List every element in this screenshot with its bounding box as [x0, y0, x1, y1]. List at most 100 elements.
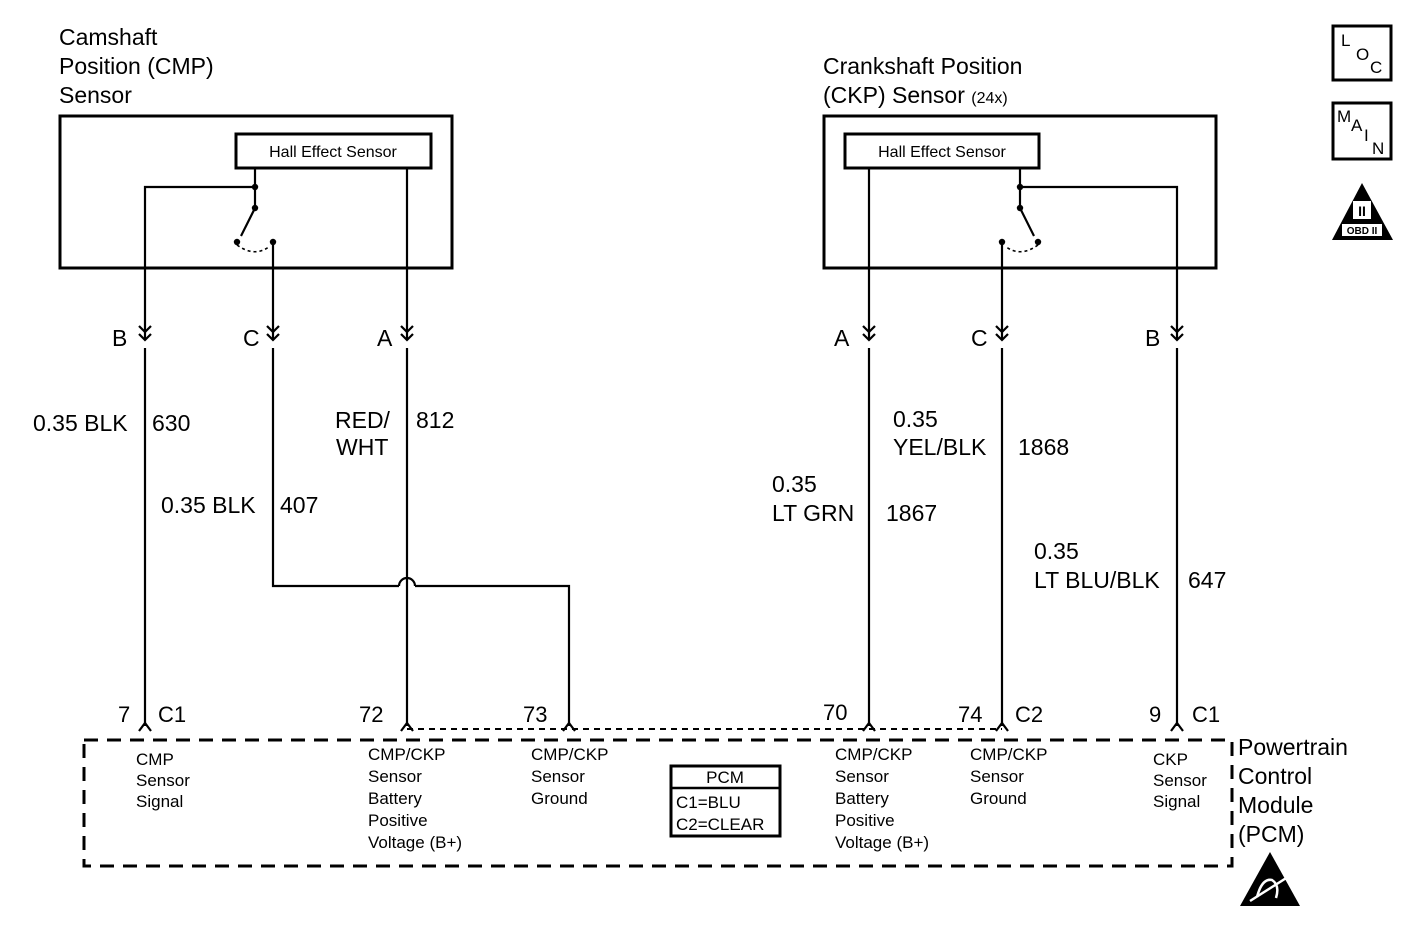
wire-630-color: 0.35 BLK — [33, 410, 128, 436]
svg-text:L: L — [1341, 31, 1350, 50]
chevron-cmp-b-icon — [138, 325, 152, 334]
pcm-terminal-72: CMP/CKP Sensor Battery Positive Voltage … — [368, 745, 462, 852]
svg-text:CMP/CKP: CMP/CKP — [835, 745, 912, 764]
chevron-ckp-c-icon — [995, 325, 1009, 334]
svg-text:CMP/CKP: CMP/CKP — [970, 745, 1047, 764]
svg-text:Sensor: Sensor — [835, 767, 889, 786]
pin-73: 73 — [523, 702, 547, 727]
cmp-signal-internal-wire — [143, 168, 257, 340]
ckp-connector-c: C — [971, 325, 988, 351]
cmp-title-line1: Camshaft — [59, 24, 158, 50]
cmp-title-line3: Sensor — [59, 82, 132, 108]
svg-text:Ground: Ground — [970, 789, 1027, 808]
wire-1868-color: YEL/BLK — [893, 434, 987, 460]
pcm-title-1: Powertrain — [1238, 734, 1348, 760]
wire-630-circuit: 630 — [152, 410, 190, 436]
ckp-sensor-housing — [822, 114, 1218, 270]
chevron-cmp-a-icon — [400, 333, 414, 342]
cmp-sensor-housing — [58, 114, 454, 270]
svg-text:O: O — [1356, 45, 1369, 64]
chevron-cmp-c-icon — [266, 325, 280, 334]
wire-407-a — [271, 348, 399, 588]
chevron-ckp-c-icon — [995, 333, 1009, 342]
chevron-ckp-a-icon — [862, 333, 876, 342]
wire-1867-gauge: 0.35 — [772, 471, 817, 497]
svg-text:Voltage (B+): Voltage (B+) — [835, 833, 929, 852]
wire-647-color: LT BLU/BLK — [1034, 567, 1160, 593]
svg-text:Signal: Signal — [136, 792, 183, 811]
svg-text:Signal: Signal — [1153, 792, 1200, 811]
pin-labels: 7 C1 72 73 70 74 C2 9 C1 — [118, 700, 1220, 727]
pin-70: 70 — [823, 700, 847, 725]
svg-text:CMP: CMP — [136, 750, 174, 769]
svg-text:Sensor: Sensor — [970, 767, 1024, 786]
connector-c2: C2 — [1015, 702, 1043, 727]
pcm-legend-c2: C2=CLEAR — [676, 815, 764, 834]
main-icon[interactable]: M A I N — [1331, 101, 1393, 161]
svg-text:Ground: Ground — [531, 789, 588, 808]
svg-text:Voltage (B+): Voltage (B+) — [368, 833, 462, 852]
pcm-title-2: Control — [1238, 763, 1312, 789]
ckp-signal-internal-wire — [1018, 168, 1179, 340]
pcm-terminal-9: CKP Sensor Signal — [1153, 750, 1207, 811]
svg-text:OBD II: OBD II — [1347, 226, 1378, 237]
cmp-switch-arm — [240, 207, 256, 237]
chevron-cmp-b-icon — [138, 333, 152, 342]
svg-text:Sensor: Sensor — [368, 767, 422, 786]
svg-text:CKP: CKP — [1153, 750, 1188, 769]
wire-1868-circuit: 1868 — [1018, 434, 1069, 460]
wire-647-gauge: 0.35 — [1034, 538, 1079, 564]
cmp-title-line2: Position (CMP) — [59, 53, 214, 79]
pin-9: 9 — [1149, 702, 1161, 727]
ckp-sensor: Crankshaft Position (CKP) Sensor (24x) H… — [822, 53, 1218, 340]
ckp-title-line1: Crankshaft Position — [823, 53, 1022, 79]
svg-text:II: II — [1358, 203, 1366, 219]
harness-wires — [138, 348, 1184, 732]
ckp-hall-effect-label: Hall Effect Sensor — [878, 144, 1006, 161]
chevron-cmp-c-icon — [266, 333, 280, 342]
pin-74: 74 — [958, 702, 982, 727]
pcm-legend-title: PCM — [706, 768, 744, 787]
wire-812-color-1: RED/ — [335, 407, 391, 433]
svg-text:Sensor: Sensor — [136, 771, 190, 790]
wire-407-color: 0.35 BLK — [161, 492, 256, 518]
chevron-ckp-b-icon — [1170, 325, 1184, 334]
pcm-connector-legend — [669, 764, 782, 838]
cmp-sensor: Camshaft Position (CMP) Sensor Hall Effe… — [58, 24, 454, 340]
wire-1868-gauge: 0.35 — [893, 406, 938, 432]
wire-647-circuit: 647 — [1188, 567, 1226, 593]
svg-text:Sensor: Sensor — [531, 767, 585, 786]
wire-407-b — [415, 584, 571, 726]
ckp-connector-b: B — [1145, 325, 1160, 351]
connector-chevrons — [138, 325, 1184, 342]
svg-text:Positive: Positive — [368, 811, 428, 830]
pcm-title-4: (PCM) — [1238, 821, 1304, 847]
svg-text:N: N — [1372, 139, 1384, 158]
chevron-ckp-b-icon — [1170, 333, 1184, 342]
cmp-connector-a: A — [377, 325, 393, 351]
wire-labels: 0.35 BLK 630 0.35 BLK 407 RED/ WHT 812 0… — [33, 406, 1226, 593]
connector-letters: B C A A C B — [112, 325, 1160, 351]
wire-812-color-2: WHT — [336, 434, 388, 460]
ckp-hall-effect-box — [843, 132, 1041, 170]
pcm-boundary — [82, 738, 1234, 868]
pcm-module: Powertrain Control Module (PCM) PCM C1=B… — [82, 734, 1348, 906]
svg-text:CMP/CKP: CMP/CKP — [531, 745, 608, 764]
cmp-hall-effect-label: Hall Effect Sensor — [269, 144, 397, 161]
pin-72: 72 — [359, 702, 383, 727]
pcm-terminal-70: CMP/CKP Sensor Battery Positive Voltage … — [835, 745, 929, 852]
pin-7: 7 — [118, 702, 130, 727]
svg-text:A: A — [1351, 116, 1363, 135]
svg-text:Sensor: Sensor — [1153, 771, 1207, 790]
connector-c1-left: C1 — [158, 702, 186, 727]
svg-text:I: I — [1364, 126, 1369, 145]
ckp-connector-a: A — [834, 325, 850, 351]
obd-ii-icon[interactable]: II OBD II — [1332, 183, 1393, 240]
loc-icon[interactable]: L O C — [1331, 24, 1393, 82]
chevron-ckp-a-icon — [862, 325, 876, 334]
cmp-connector-c: C — [243, 325, 260, 351]
wire-1867-circuit: 1867 — [886, 500, 937, 526]
pcm-terminal-74: CMP/CKP Sensor Ground — [970, 745, 1047, 808]
pcm-terminal-7: CMP Sensor Signal — [136, 750, 190, 811]
